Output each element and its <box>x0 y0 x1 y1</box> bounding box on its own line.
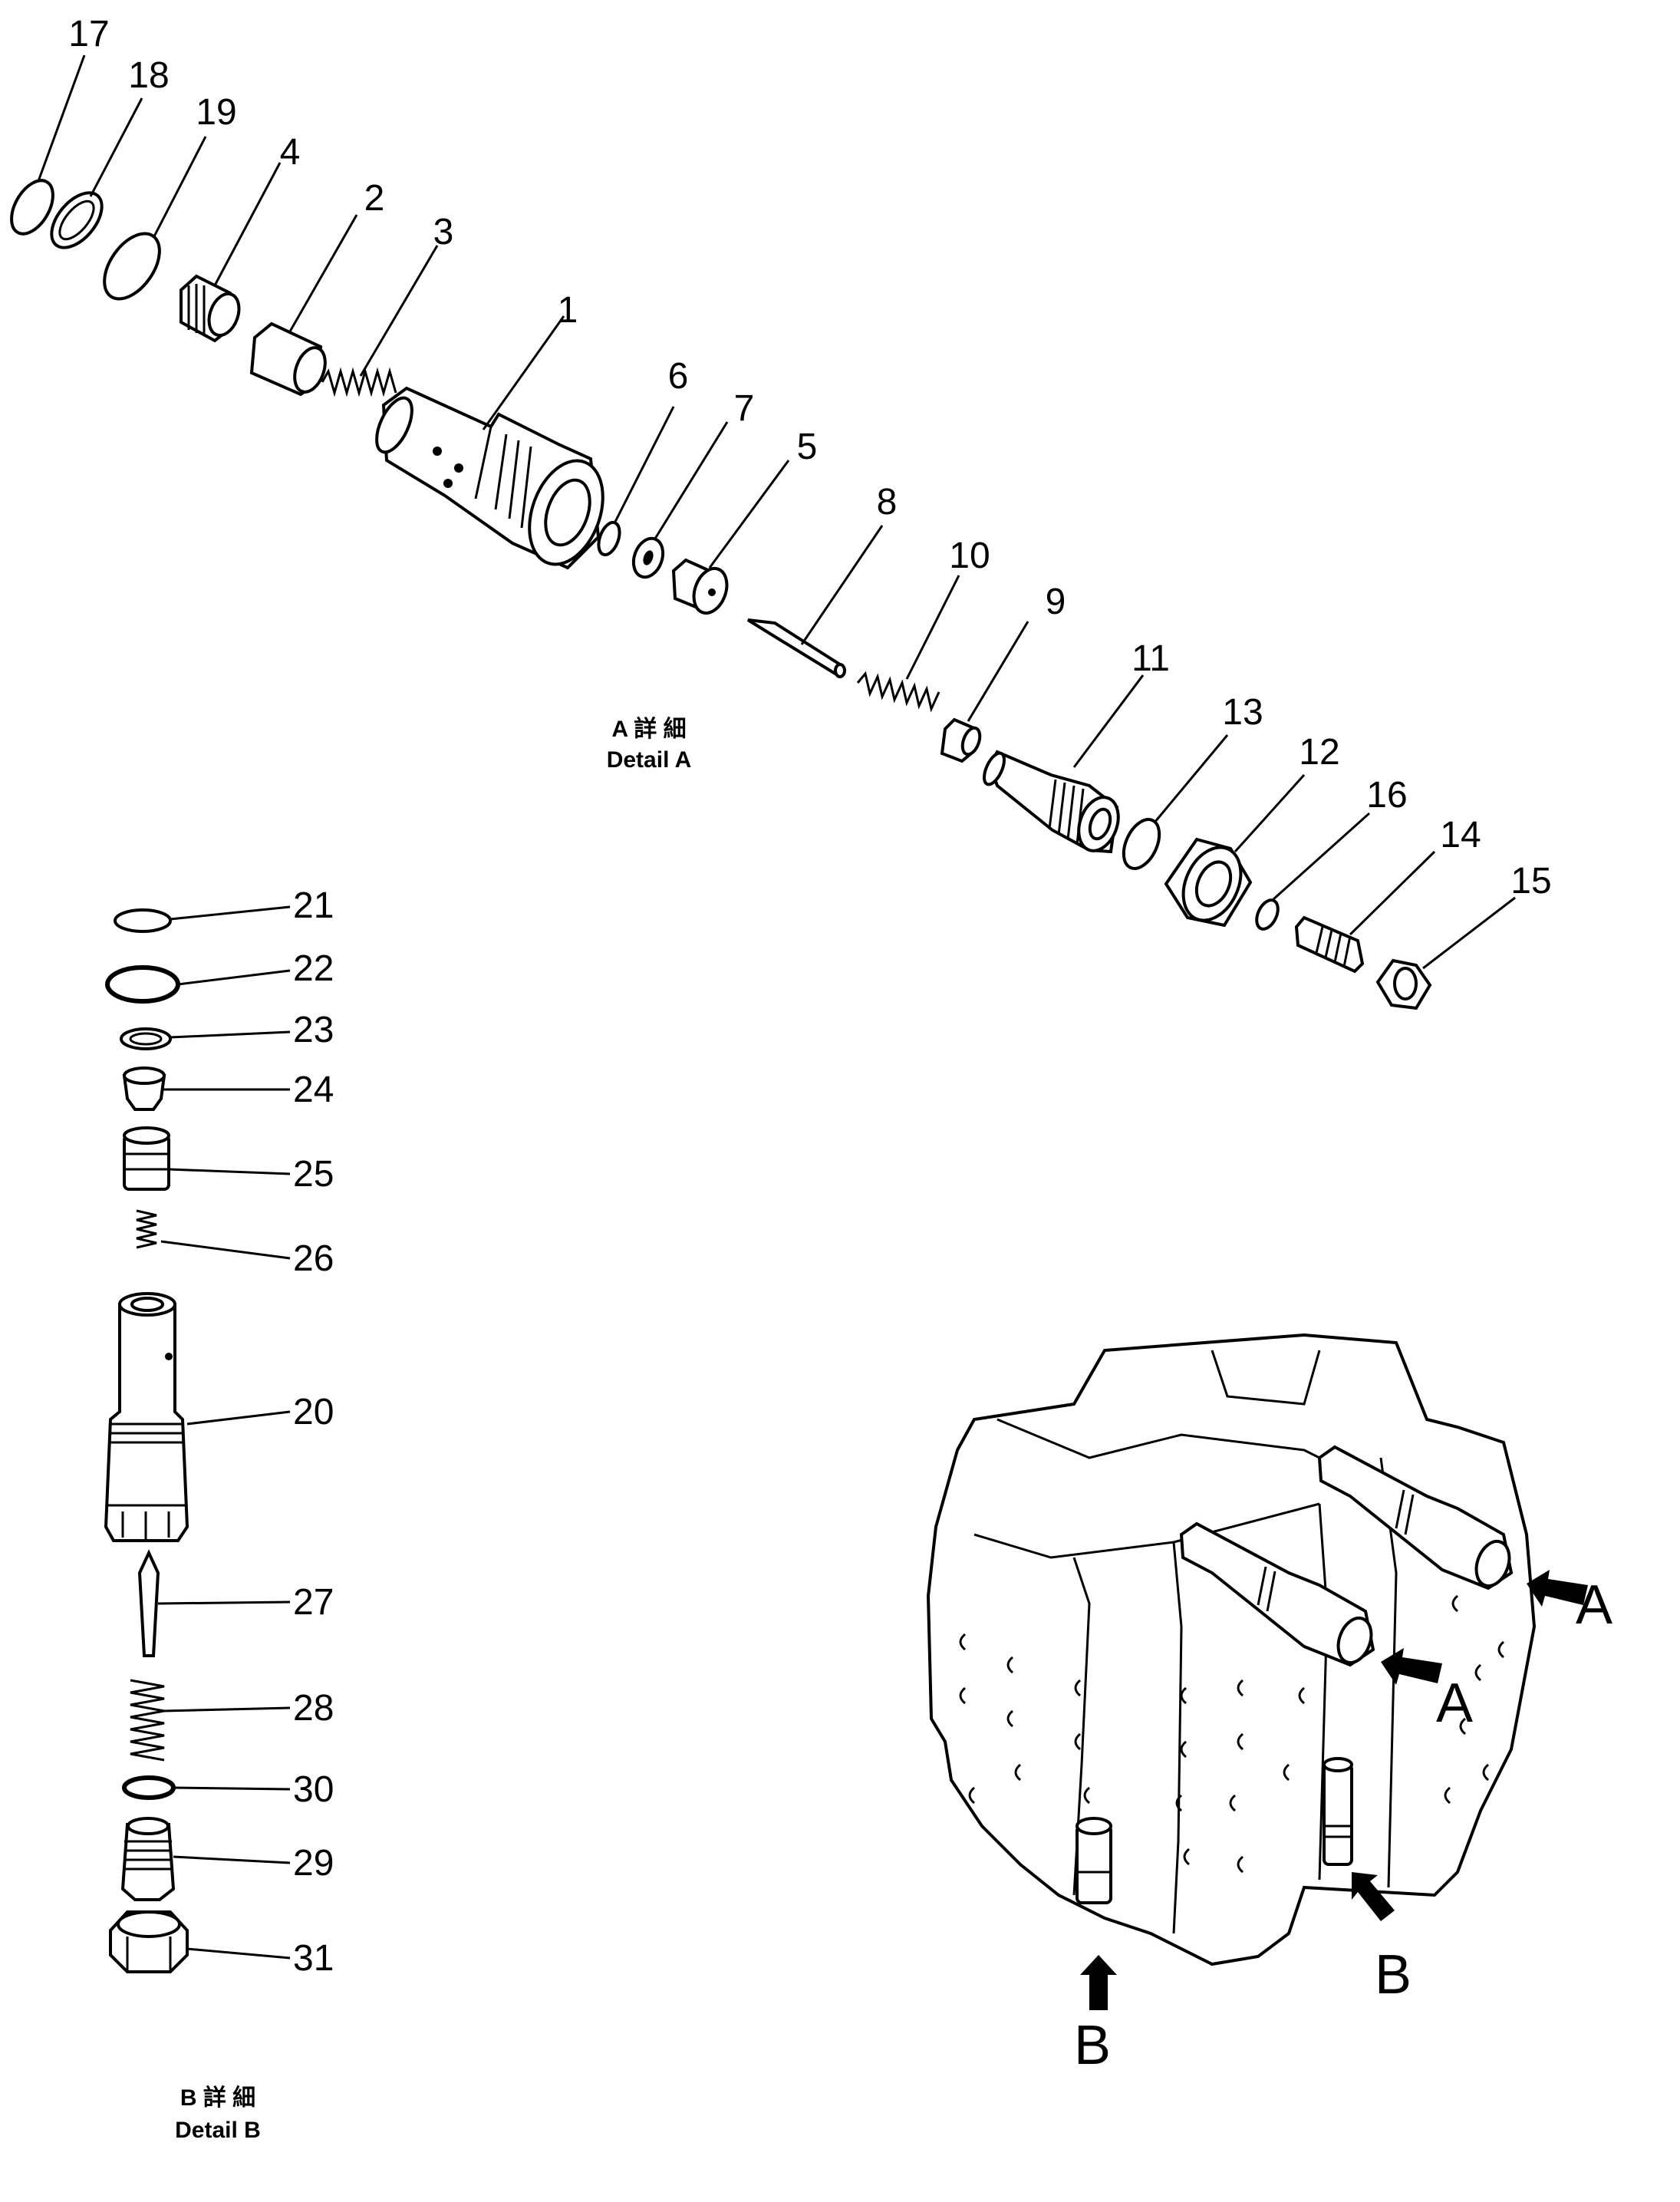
callout-b-right: B <box>1375 1944 1412 2006</box>
part-22-o-ring <box>105 965 291 1004</box>
part-12-nut <box>1164 773 1306 928</box>
part-27-pin <box>137 1549 291 1657</box>
part-7-backup-ring <box>631 421 729 579</box>
callout-b-left: B <box>1074 2015 1111 2076</box>
label-22: 22 <box>293 948 334 989</box>
arrow-b-left-icon <box>1080 1955 1117 2010</box>
detail-a-caption-jp: A 詳 細 <box>611 716 686 742</box>
arrow-a-lower-icon <box>1381 1648 1442 1685</box>
label-13: 13 <box>1222 692 1263 733</box>
label-10: 10 <box>949 536 990 576</box>
detail-a-caption-en: Detail A <box>607 747 692 773</box>
part-18-backup-ring <box>50 97 143 249</box>
part-17-o-ring <box>10 54 86 236</box>
labels-detail-a: 17 18 19 4 2 3 1 6 7 5 8 10 9 11 13 12 1… <box>68 14 1551 902</box>
label-14: 14 <box>1440 815 1481 855</box>
label-18: 18 <box>128 55 169 96</box>
label-29: 29 <box>293 1843 334 1884</box>
part-24-seat <box>122 1066 290 1111</box>
label-12: 12 <box>1299 732 1339 773</box>
part-4-plug <box>180 162 282 343</box>
part-6-o-ring <box>597 406 675 557</box>
detail-a-group <box>10 54 1516 1010</box>
part-8-pin <box>746 525 884 678</box>
label-24: 24 <box>293 1070 334 1110</box>
label-15: 15 <box>1510 861 1551 902</box>
label-1: 1 <box>558 290 578 331</box>
detail-b-caption-jp: B 詳 細 <box>180 2085 255 2111</box>
label-28: 28 <box>293 1688 334 1729</box>
part-19-o-ring <box>103 136 207 301</box>
detail-b-caption-en: Detail B <box>175 2118 261 2143</box>
part-21-o-ring <box>114 905 291 933</box>
label-2: 2 <box>364 178 385 219</box>
part-26-spring <box>136 1209 291 1260</box>
installed-valve-b-left <box>1076 1817 1112 1904</box>
label-7: 7 <box>734 388 755 429</box>
detail-b-group <box>104 905 291 1973</box>
valve-body-assembly <box>926 1333 1588 2010</box>
part-31-lock-nut <box>109 1910 291 1973</box>
label-26: 26 <box>293 1238 334 1279</box>
part-10-spring <box>856 575 960 713</box>
label-27: 27 <box>293 1582 334 1623</box>
label-6: 6 <box>668 356 689 397</box>
part-9-sleeve <box>940 621 1029 763</box>
part-25-sleeve <box>123 1126 291 1191</box>
label-30: 30 <box>293 1769 334 1810</box>
part-30-o-ring <box>122 1775 291 1800</box>
labels-detail-b: 21 22 23 24 25 26 20 27 28 30 29 31 B 詳 … <box>175 885 334 2143</box>
part-23-backup-ring <box>120 1027 291 1050</box>
part-5-seat <box>671 460 790 615</box>
label-9: 9 <box>1046 582 1066 622</box>
label-23: 23 <box>293 1010 334 1050</box>
label-8: 8 <box>877 482 898 522</box>
label-31: 31 <box>293 1938 334 1979</box>
part-11-piston <box>983 674 1145 854</box>
part-15-lock-nut <box>1375 896 1516 1010</box>
part-16-o-ring <box>1255 812 1371 931</box>
label-11: 11 <box>1132 638 1170 679</box>
label-3: 3 <box>433 212 454 252</box>
installed-valve-a-lower <box>1179 1521 1375 1667</box>
part-13-o-ring <box>1122 734 1229 870</box>
label-5: 5 <box>797 427 818 467</box>
part-2-sleeve <box>249 214 358 397</box>
part-28-spring <box>130 1679 291 1762</box>
arrow-a-upper-icon <box>1527 1570 1588 1607</box>
installed-valve-a-upper <box>1317 1445 1514 1591</box>
part-3-spring <box>321 245 439 397</box>
part-14-adjust-screw <box>1294 850 1436 974</box>
callout-a-lower: A <box>1436 1673 1473 1734</box>
callout-a-upper: A <box>1576 1574 1612 1636</box>
label-17: 17 <box>68 14 109 54</box>
label-19: 19 <box>196 92 236 133</box>
label-21: 21 <box>293 885 334 926</box>
label-16: 16 <box>1366 775 1407 816</box>
label-25: 25 <box>293 1154 334 1195</box>
part-29-piston <box>120 1817 291 1901</box>
labels-valve-body: A A B B <box>1074 1574 1612 2076</box>
label-20: 20 <box>293 1392 334 1432</box>
label-4: 4 <box>280 132 301 173</box>
part-1-valve-body <box>375 315 604 570</box>
part-20-valve-body <box>104 1292 291 1542</box>
arrow-b-right-icon <box>1352 1872 1395 1921</box>
installed-valve-b-right <box>1323 1757 1353 1866</box>
